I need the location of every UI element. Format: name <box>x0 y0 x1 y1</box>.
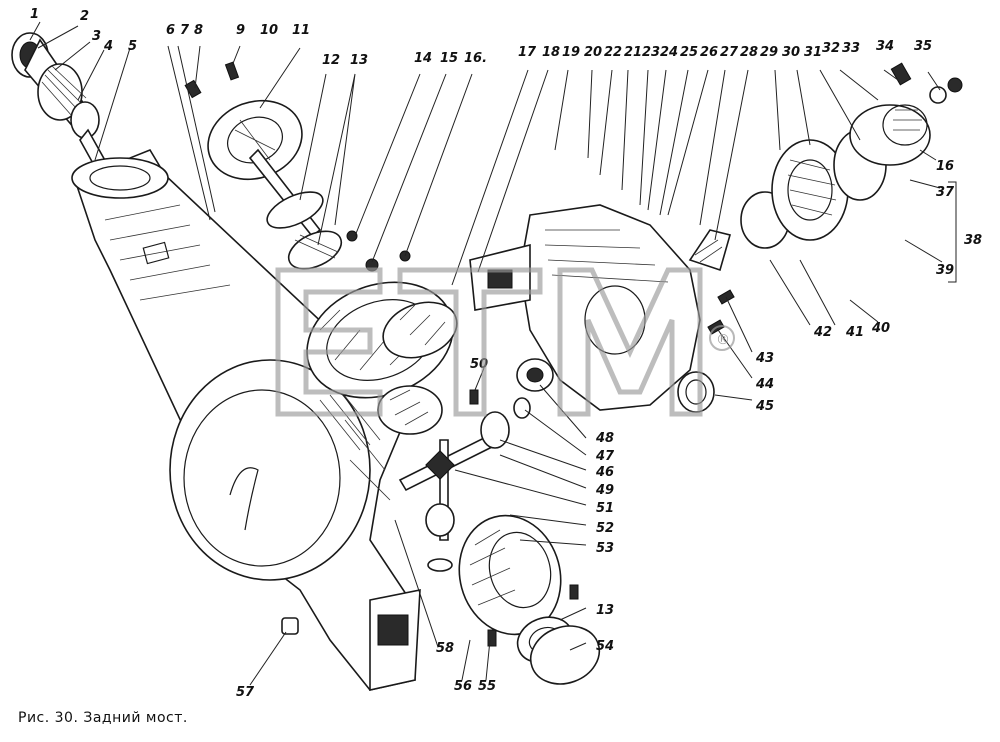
callout-58: 58 <box>436 641 454 656</box>
callout-22: 22 <box>604 45 622 60</box>
callout-1: 1 <box>30 7 39 22</box>
callout-33: 33 <box>842 41 860 56</box>
callout-41: 41 <box>845 325 864 340</box>
callout-48: 48 <box>595 431 614 446</box>
callout-46: 46 <box>595 465 614 480</box>
callout-6: 6 <box>166 23 175 38</box>
callout-50: 50 <box>470 357 488 372</box>
axle-housing <box>71 149 421 691</box>
drain-plug <box>281 617 299 635</box>
final-drive-carrier <box>469 204 701 411</box>
callout-56: 56 <box>454 679 472 694</box>
callout-12: 12 <box>322 53 340 68</box>
callout-57: 57 <box>236 685 255 700</box>
callout-30: 30 <box>782 45 800 60</box>
callout-16: 16. <box>464 51 487 66</box>
callout-19: 19 <box>562 45 580 60</box>
callout-37: 37 <box>936 185 955 200</box>
callout-35: 35 <box>914 39 932 54</box>
differential-case <box>458 514 601 685</box>
callout-21: 21 <box>624 45 642 60</box>
callout-38: 38 <box>964 233 982 248</box>
callout-34: 34 <box>876 39 894 54</box>
callout-54: 54 <box>596 639 614 654</box>
figure-caption: Рис. 30. Задний мост. <box>18 710 188 726</box>
callout-5: 5 <box>128 39 137 54</box>
bearing-set-left <box>266 191 411 272</box>
callout-51: 51 <box>596 501 614 516</box>
callout-18: 18 <box>542 45 560 60</box>
callout-43: 43 <box>755 351 774 366</box>
callout-13: 13 <box>350 53 368 68</box>
callout-14: 14 <box>414 51 432 66</box>
callout-3: 3 <box>92 29 101 44</box>
callout-13b: 13 <box>596 603 614 618</box>
callout-24: 24 <box>660 45 678 60</box>
callout-31: 31 <box>804 45 822 60</box>
callout-26: 26 <box>700 45 718 60</box>
callout-32: 32 <box>822 41 840 56</box>
callout-11: 11 <box>292 23 310 38</box>
callout-29: 29 <box>760 45 778 60</box>
pinion-assembly <box>688 62 963 272</box>
callout-2: 2 <box>80 9 89 24</box>
callout-53: 53 <box>596 541 614 556</box>
callout-45: 45 <box>755 399 774 414</box>
callout-44: 44 <box>755 377 774 392</box>
callout-15: 15 <box>440 51 458 66</box>
callout-23: 23 <box>642 45 660 60</box>
callout-42: 42 <box>813 325 832 340</box>
callout-49: 49 <box>595 483 614 498</box>
callout-9: 9 <box>236 23 245 38</box>
callout-25: 25 <box>680 45 698 60</box>
callout-40: 40 <box>871 321 890 336</box>
callout-39: 39 <box>936 263 954 278</box>
callout-20: 20 <box>584 45 602 60</box>
callout-27: 27 <box>720 45 739 60</box>
callout-10: 10 <box>260 23 278 38</box>
callout-8: 8 <box>194 23 203 38</box>
callout-7: 7 <box>180 23 190 38</box>
callout-28: 28 <box>740 45 758 60</box>
callout-4: 4 <box>103 39 113 54</box>
callout-17: 17 <box>518 45 537 60</box>
callout-16b: 16 <box>936 159 954 174</box>
callout-47: 47 <box>595 449 615 464</box>
callout-52: 52 <box>596 521 614 536</box>
callout-55: 55 <box>478 679 496 694</box>
